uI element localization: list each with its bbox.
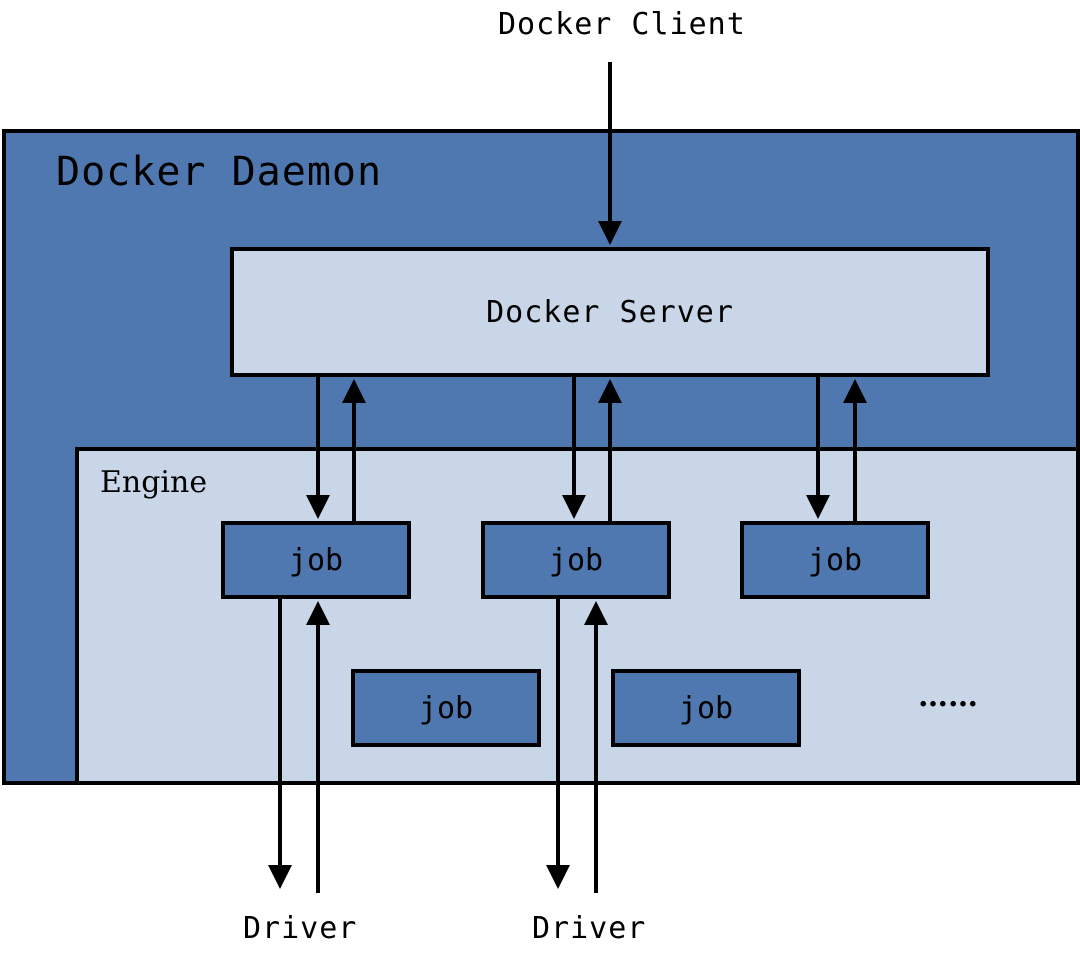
docker-client-label: Docker Client — [498, 7, 746, 42]
job-box-3: job — [740, 521, 930, 599]
engine-box — [75, 447, 1080, 785]
driver-label-2: Driver — [532, 911, 647, 946]
engine-label: Engine — [100, 465, 208, 500]
more-jobs-ellipsis: …… — [918, 679, 978, 714]
job-box-2: job — [481, 521, 671, 599]
docker-daemon-title: Docker Daemon — [56, 149, 383, 195]
job-box-5: job — [611, 669, 801, 747]
driver-label-1: Driver — [243, 911, 358, 946]
docker-server-box: Docker Server — [230, 247, 990, 377]
job-box-1: job — [221, 521, 411, 599]
job-box-4: job — [351, 669, 541, 747]
